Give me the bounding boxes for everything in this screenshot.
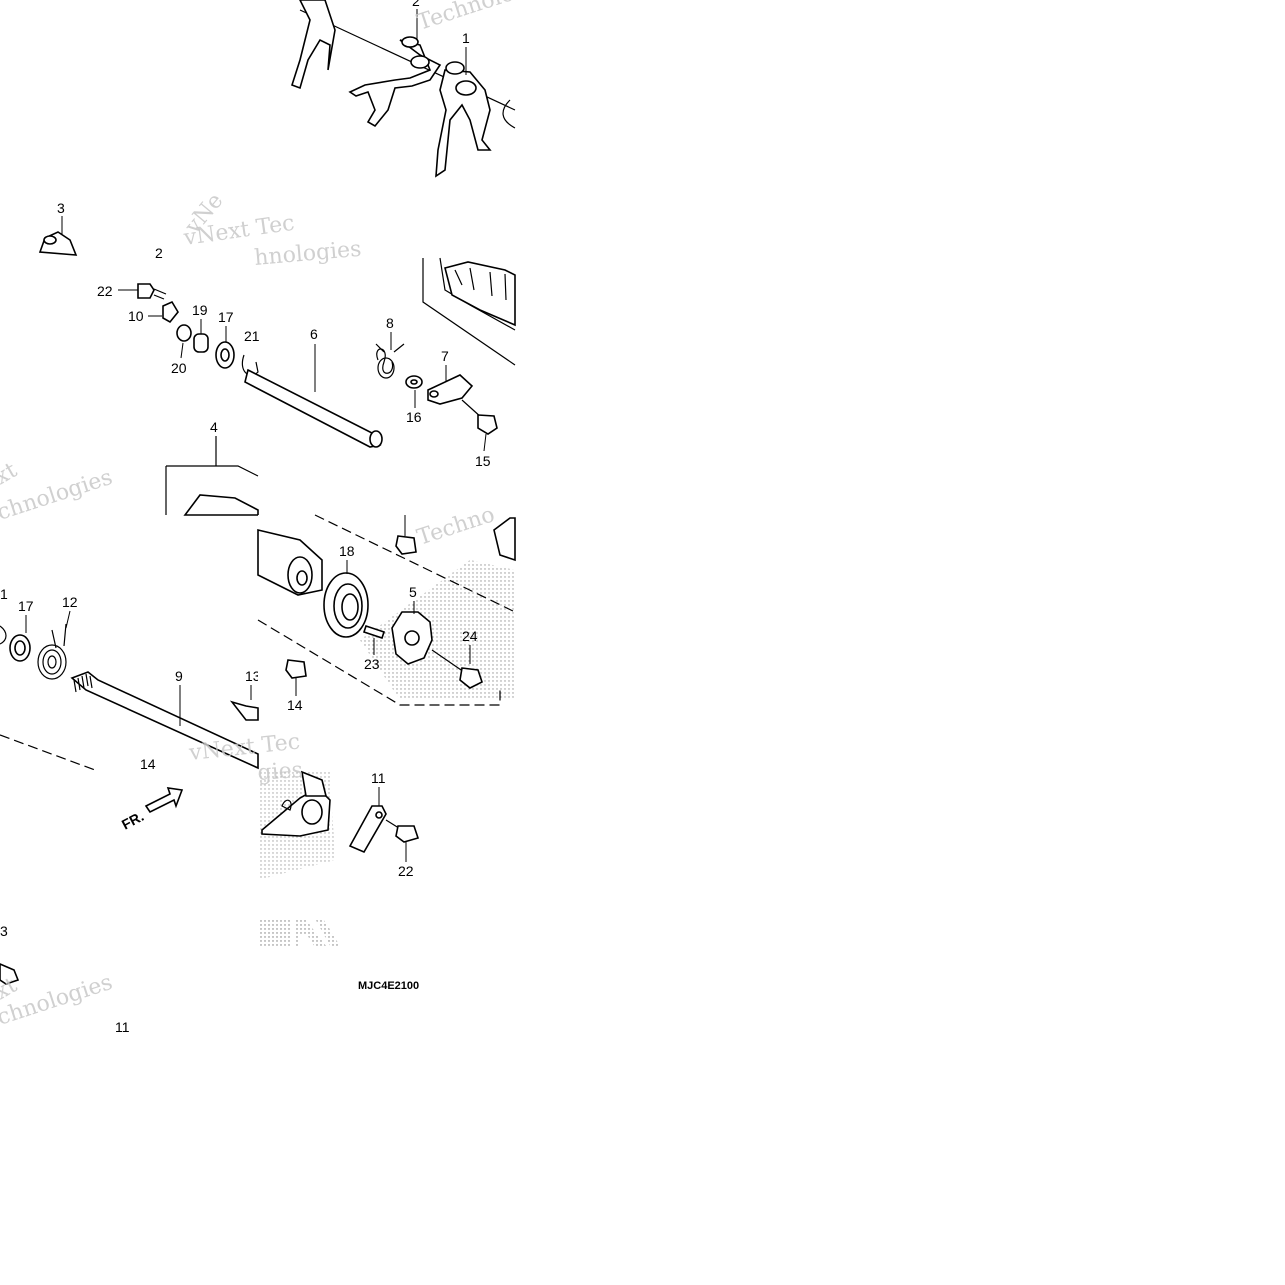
direction-label: FR.	[119, 808, 146, 833]
svg-text:13: 13	[245, 668, 261, 684]
bottom-left-strip: 3 xt chnologies 11	[0, 923, 130, 1035]
shift-fork-3-shape	[291, 0, 336, 90]
callout-16: 16	[406, 409, 422, 425]
callout-9: 9	[175, 668, 183, 684]
shift-fork-2-shape	[348, 39, 442, 128]
svg-text:1: 1	[0, 586, 8, 602]
callout-8: 8	[386, 315, 394, 331]
svg-text:3: 3	[0, 923, 8, 939]
callout-22-a: 22	[97, 283, 113, 299]
callout-14-b: 14	[287, 697, 303, 713]
callout-7: 7	[441, 348, 449, 364]
callout-24: 24	[462, 628, 478, 644]
callout-18: 18	[339, 543, 355, 559]
spring-12	[37, 623, 67, 680]
callout-4: 4	[210, 419, 218, 435]
shift-spindle-panel: 4 xt chnologies 1 17 12 9 13 vNext Tec 1…	[0, 419, 301, 833]
callout-10: 10	[128, 308, 144, 324]
shift-drum-panel: 18 23 5 24 14 Techno	[257, 502, 516, 713]
svg-text:2: 2	[155, 245, 163, 261]
callout-22-b: 22	[398, 863, 414, 879]
callout-15: 15	[475, 453, 491, 469]
callout-23: 23	[364, 656, 380, 672]
callout-17-a: 17	[218, 309, 234, 325]
spring-8	[375, 343, 405, 379]
callout-17-b: 17	[18, 598, 34, 614]
shift-fork-1-shape	[435, 69, 492, 178]
stopper-panel: gies 11 22	[257, 758, 420, 880]
callout-19: 19	[192, 302, 208, 318]
callout-14-a: 14	[140, 756, 156, 772]
logo-fragment	[258, 920, 340, 946]
svg-text:11: 11	[115, 1019, 130, 1035]
shift-shaft-panel: hnologies 22 10 20 19 17 21 6	[97, 237, 516, 469]
svg-text:gies: gies	[257, 758, 304, 786]
callout-5: 5	[409, 584, 417, 600]
front-direction-arrow: FR.	[119, 787, 184, 833]
callout-6: 6	[310, 326, 318, 342]
callout-3: 3	[57, 200, 65, 216]
shift-forks-panel: 2 1 Technolo	[257, 0, 517, 258]
drawing-code: MJC4E2100	[358, 980, 419, 992]
svg-text:xt: xt	[0, 458, 22, 490]
callout-1-top: 1	[462, 30, 470, 46]
callout-21-a: 21	[244, 328, 260, 344]
callout-11: 11	[371, 770, 386, 786]
callout-12: 12	[62, 594, 78, 610]
callout-20: 20	[171, 360, 187, 376]
callout-2-top: 2	[412, 0, 420, 9]
